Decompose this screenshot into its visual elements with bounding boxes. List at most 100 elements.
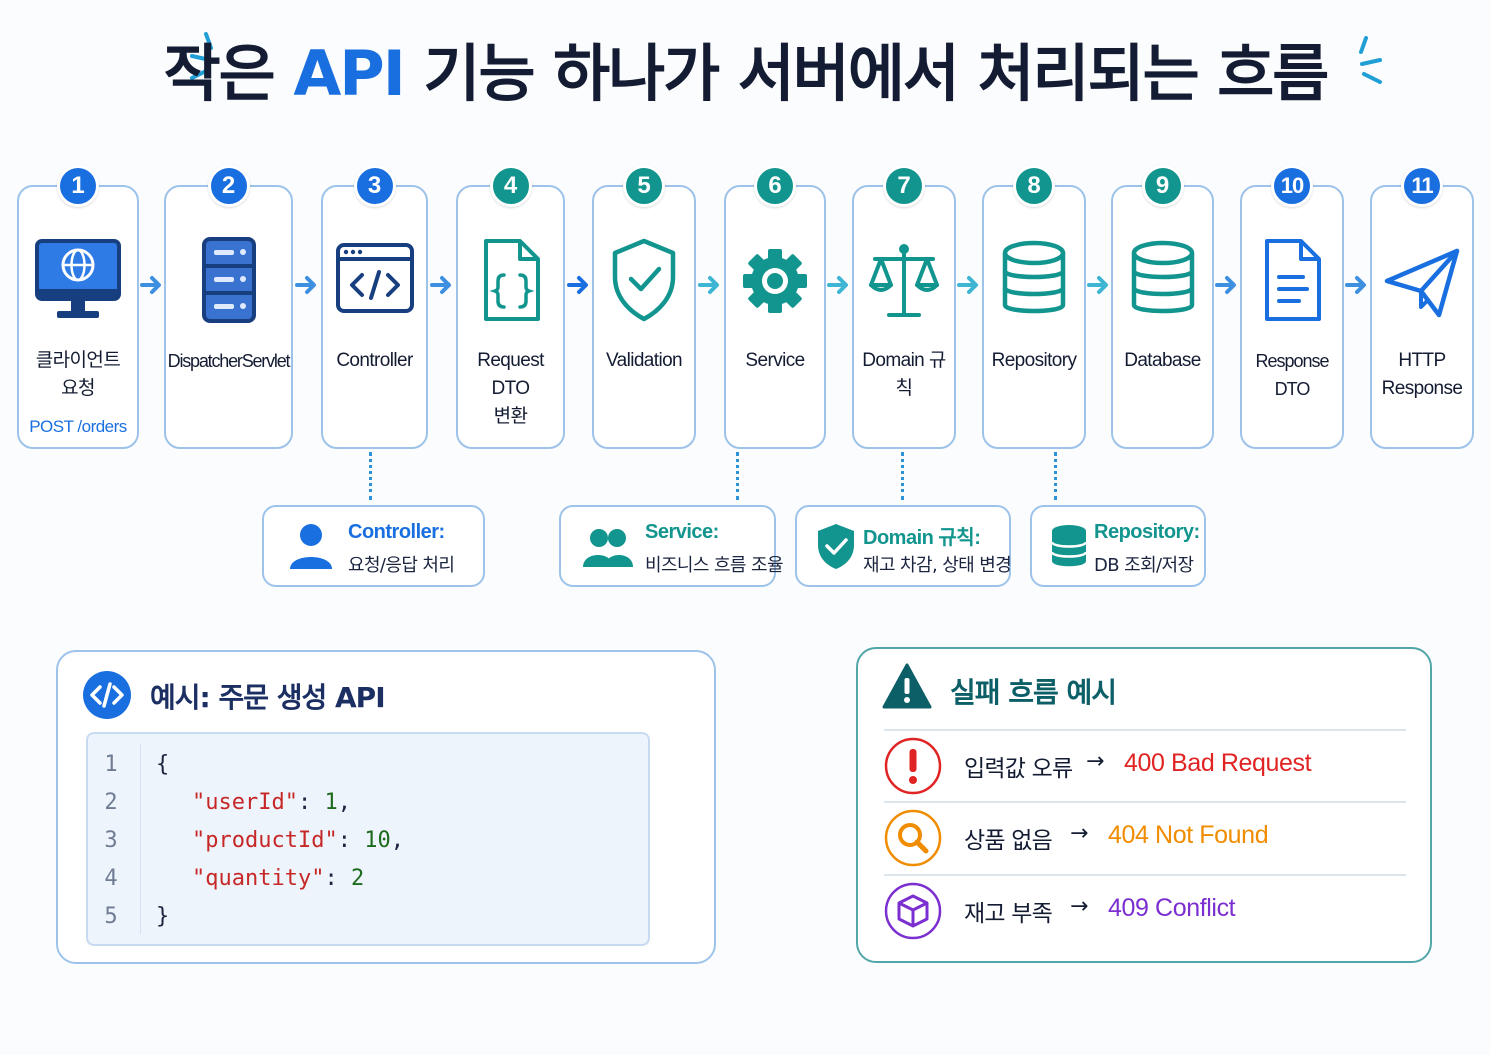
document-icon	[1265, 239, 1321, 321]
role-title: Repository:	[1094, 521, 1200, 543]
exclamation-icon	[884, 737, 942, 795]
step-badge: 6	[754, 165, 796, 207]
code-line: 3"productId": 10,	[104, 828, 404, 853]
step-badge: 10	[1271, 165, 1313, 207]
flow-arrow-icon	[140, 276, 161, 294]
flow-arrow-icon	[567, 276, 588, 294]
step-label: Domain 규칙	[862, 350, 946, 399]
shield-check-icon	[818, 524, 854, 569]
step-card-service: 6 Service	[724, 165, 826, 449]
code-line: 5}	[104, 904, 170, 929]
json-file-icon	[483, 239, 540, 321]
step-card-repository: 8 Repository	[982, 165, 1086, 449]
step-label: Response DTO	[1255, 351, 1329, 399]
step-badge: 3	[353, 165, 396, 207]
step-badge: 4	[489, 165, 532, 207]
step-label: Service	[745, 350, 805, 371]
role-box-service: Service: 비즈니스 흐름 조율	[559, 505, 784, 587]
failure-panel: 실패 흐름 예시 입력값 오류 → 400 Bad Request 상품 없음 …	[856, 647, 1432, 963]
flow-arrow-icon	[957, 276, 978, 294]
failure-arrow: →	[1086, 749, 1105, 774]
database-icon	[1002, 240, 1066, 314]
flow-arrow-icon	[698, 276, 719, 294]
warning-icon	[882, 663, 932, 709]
paper-plane-icon	[1384, 248, 1460, 318]
connector-repository	[1054, 452, 1057, 500]
example-title: 예시: 주문 생성 API	[150, 681, 386, 714]
code-icon	[83, 671, 131, 719]
gear-icon	[743, 249, 807, 313]
code-line: 1{	[104, 752, 170, 777]
failure-cause: 입력값 오류	[964, 756, 1073, 782]
step-label: Validation	[605, 350, 683, 371]
role-description: 비즈니스 흐름 조율	[645, 555, 784, 576]
step-card-domain-rules: 7 Domain 규칙	[852, 165, 956, 449]
step-card-validation: 5 Validation	[592, 165, 696, 449]
failure-row: 입력값 오류 → 400 Bad Request	[884, 729, 1406, 801]
title-suffix: 기능 하나가 서버에서 처리되는 흐름	[403, 37, 1329, 110]
role-title: Controller:	[348, 521, 445, 543]
role-title: Domain 규칙:	[863, 527, 981, 549]
flow-arrow-icon	[295, 276, 316, 294]
code-line: 4"quantity": 2	[104, 866, 365, 891]
failure-row: 재고 부족 → 409 Conflict	[884, 874, 1406, 946]
search-icon	[884, 809, 942, 867]
step-label: Database	[1124, 350, 1201, 371]
step-badge: 9	[1141, 165, 1184, 207]
code-block: 1{ 2"userId": 1, 3"productId": 10, 4"qua…	[86, 732, 650, 946]
sparkle-left-icon	[190, 32, 213, 80]
users-icon	[583, 529, 633, 567]
flow-arrow-icon	[1345, 276, 1366, 294]
database-icon	[1131, 240, 1194, 314]
step-badge: 7	[883, 165, 925, 207]
user-icon	[290, 524, 332, 569]
connector-controller	[369, 452, 372, 500]
database-icon	[1050, 525, 1088, 567]
step-label: Controller	[336, 350, 413, 371]
title-prefix: 작은	[163, 37, 294, 110]
flow-arrow-icon	[1215, 276, 1236, 294]
failure-title: 실패 흐름 예시	[950, 676, 1117, 709]
step-badge: 1	[57, 165, 99, 207]
role-box-domain: Domain 규칙: 재고 차감, 상태 변경	[795, 505, 1012, 587]
failure-cause: 상품 없음	[964, 828, 1053, 854]
failure-row: 상품 없음 → 404 Not Found	[884, 801, 1406, 873]
sparkle-right-icon	[1359, 36, 1382, 84]
role-description: 요청/응답 처리	[348, 555, 455, 576]
connector-domain	[901, 452, 904, 500]
step-card-controller: 3 Controller	[321, 165, 428, 449]
example-panel: 예시: 주문 생성 API 1{ 2"userId": 1, 3"product…	[56, 650, 716, 964]
title-accent: API	[293, 37, 405, 110]
failure-status: 400 Bad Request	[1124, 749, 1312, 777]
scale-icon	[869, 244, 939, 317]
failure-arrow: →	[1070, 821, 1089, 846]
step-card-database: 9 Database	[1111, 165, 1214, 449]
failure-arrow: →	[1070, 894, 1089, 919]
flow-arrow-icon	[1087, 276, 1108, 294]
step-endpoint: POST /orders	[29, 417, 127, 436]
step-badge: 11	[1401, 165, 1443, 207]
failure-status: 409 Conflict	[1108, 894, 1236, 922]
role-title: Service:	[645, 521, 719, 543]
step-card-dispatcher-servlet: 2 DispatcherServlet	[164, 165, 293, 449]
role-description: 재고 차감, 상태 변경	[863, 555, 1012, 576]
role-box-repository: Repository: DB 조회/저장	[1030, 505, 1206, 587]
failure-cause: 재고 부족	[964, 901, 1053, 927]
step-card-response-dto: 10 Response DTO	[1240, 165, 1344, 449]
step-label: Repository	[991, 350, 1077, 371]
shield-check-icon	[612, 238, 676, 322]
connector-service	[736, 452, 739, 500]
box-icon	[884, 882, 942, 940]
monitor-globe-icon	[35, 239, 121, 318]
server-icon	[201, 237, 256, 323]
step-badge: 5	[623, 165, 665, 207]
step-badge: 2	[207, 165, 250, 207]
code-window-icon	[335, 243, 414, 313]
step-badge: 8	[1013, 165, 1055, 207]
page-title: 작은 API 기능 하나가 서버에서 처리되는 흐름	[0, 34, 1491, 114]
